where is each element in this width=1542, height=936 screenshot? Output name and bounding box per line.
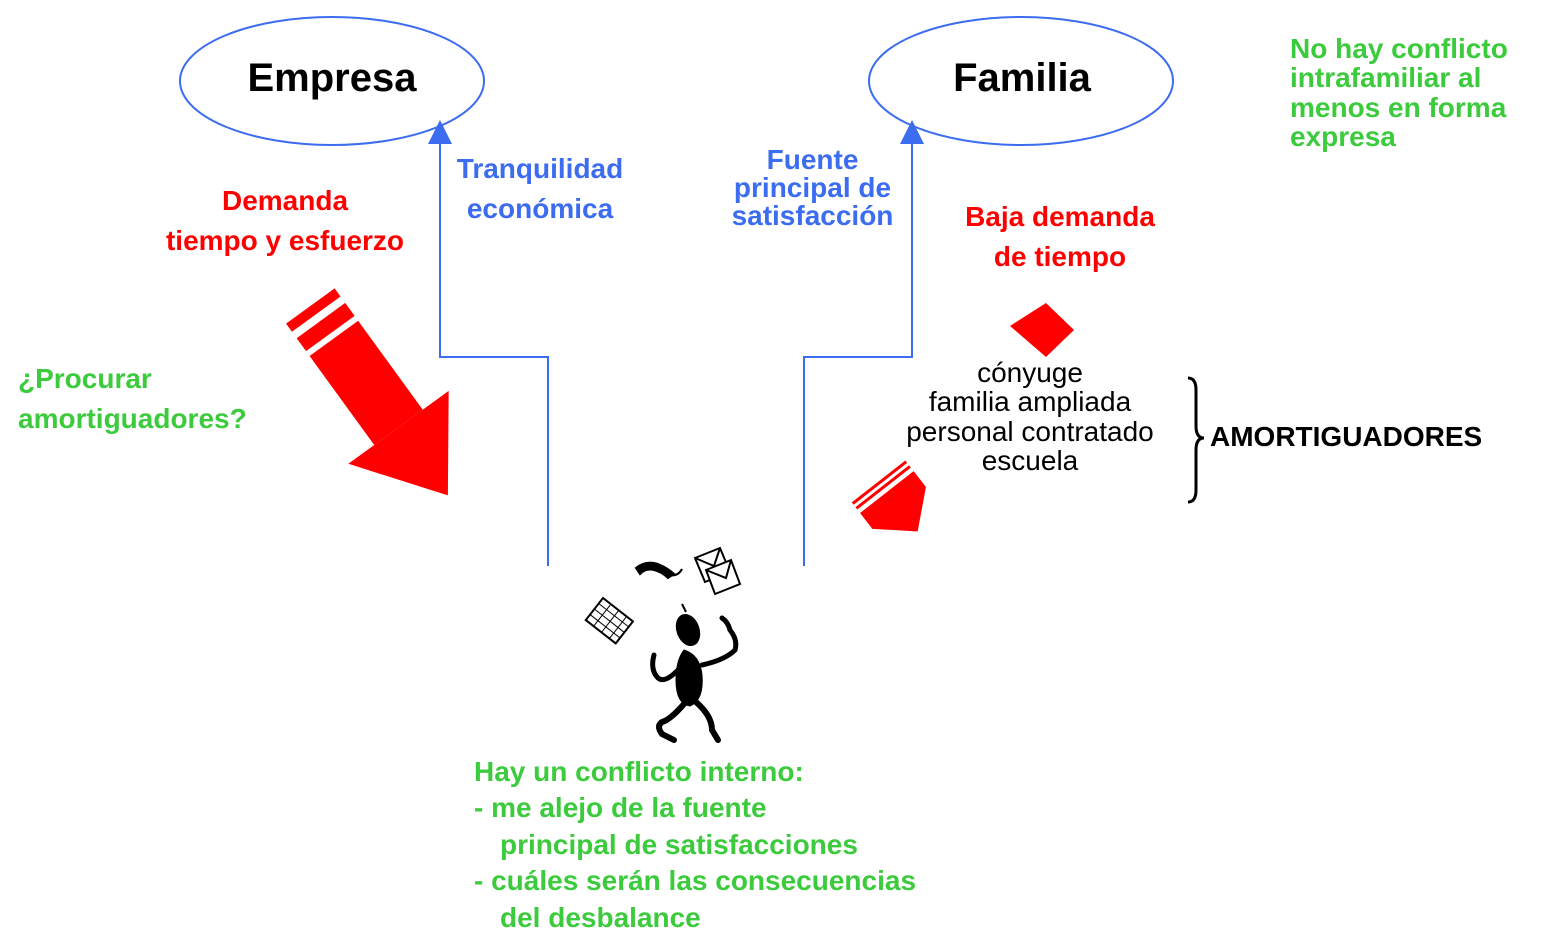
fuente-line2: principal de [733,172,892,203]
tranquilidad-line1: Tranquilidad [456,153,624,184]
demanda-line1: Demanda [221,185,349,216]
empresa-label: Empresa [247,56,417,100]
tranquilidad-line2: económica [466,192,614,224]
amortiguadores-brace [1187,376,1205,504]
baja-line1: Baja demanda [965,201,1155,232]
empresa-ellipse [179,16,485,146]
no-conflicto-label: No hay conflicto intrafamiliar al menos … [1290,34,1540,152]
no-conflicto-line4: expresa [1290,121,1396,153]
juggling-person-icon [584,546,742,743]
baja-demanda-label: Baja demanda de tiempo [935,200,1185,273]
no-conflicto-line2: intrafamiliar al [1290,62,1482,94]
amortiguador-item: escuela [981,445,1079,477]
fuente-line1: Fuente [766,144,859,175]
tranquilidad-arrow [428,120,549,566]
baja-line2: de tiempo [993,240,1127,272]
amortiguador-arrow [851,460,926,532]
conflicto-line3: principal de satisfacciones [500,828,858,860]
amortiguador-item: personal contratado [906,415,1154,447]
conflicto-line5: del desbalance [500,901,701,933]
baja-demanda-diamond [1010,303,1074,357]
fuente-label: Fuente principal de satisfacción [715,146,910,230]
fuente-arrow [803,120,924,566]
amortiguadores-title: AMORTIGUADORES [1210,421,1483,452]
procurar-line1: ¿Procurar [18,363,152,394]
familia-ellipse [868,16,1174,146]
familia-label: Familia [953,56,1091,100]
conflicto-line1: Hay un conflicto interno: [474,756,804,787]
conflicto-label: Hay un conflicto interno: - me alejo de … [474,754,1034,936]
tranquilidad-label: Tranquilidad económica [440,152,640,225]
conflicto-line4: - cuáles serán las consecuencias [474,865,917,897]
demanda-arrow [286,288,449,496]
amortiguadores-list: cónyuge familia ampliada personal contra… [880,358,1180,476]
amortiguador-item: familia ampliada [928,386,1132,418]
procurar-line2: amortiguadores? [18,402,247,434]
no-conflicto-line3: menos en forma [1290,91,1507,123]
procurar-label: ¿Procurar amortiguadores? [18,362,318,435]
demanda-label: Demanda tiempo y esfuerzo [140,184,430,257]
no-conflicto-line1: No hay conflicto [1290,33,1508,64]
fuente-line3: satisfacción [731,200,894,231]
demanda-line2: tiempo y esfuerzo [165,224,405,256]
amortiguador-item: cónyuge [977,357,1083,388]
conflicto-line2: - me alejo de la fuente [474,792,767,824]
